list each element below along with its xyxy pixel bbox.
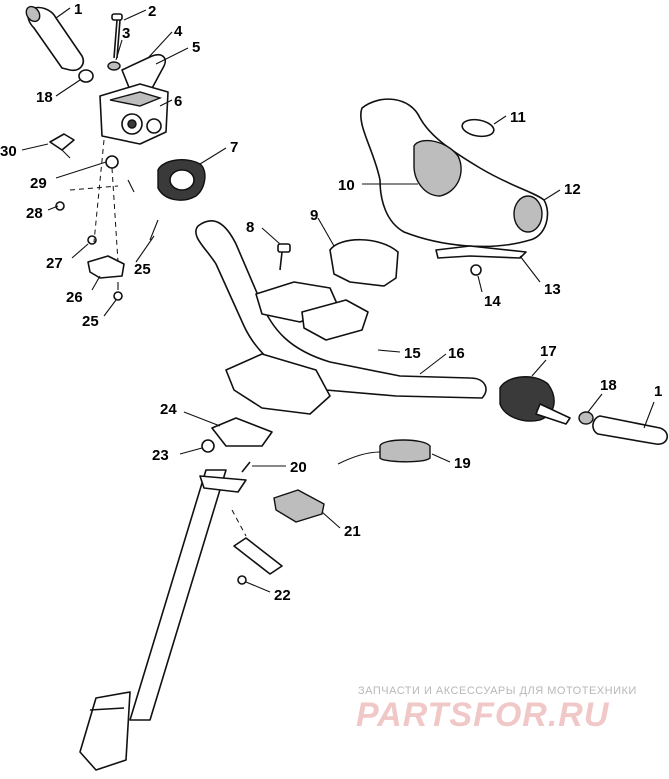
switch-30 — [49, 133, 75, 159]
screw-25-c — [113, 282, 123, 301]
screw-25-a — [127, 179, 135, 193]
callout-16: 16 — [448, 345, 465, 362]
callout-18b: 18 — [600, 377, 617, 394]
callout-2: 2 — [148, 3, 156, 20]
watermark-brand: PARTSFOR.RU — [356, 696, 610, 734]
callout-10: 10 — [338, 177, 355, 194]
left-grip — [25, 5, 85, 72]
riser-plate — [225, 353, 331, 415]
part-27 — [87, 235, 97, 245]
nut-29 — [105, 155, 119, 169]
callout-8: 8 — [246, 219, 254, 236]
handlebar-pad — [360, 98, 549, 248]
strip-13 — [435, 245, 527, 259]
ferrule-18-right — [578, 411, 594, 425]
callout-30: 30 — [0, 143, 17, 160]
clamp-9 — [329, 238, 399, 287]
callout-20: 20 — [290, 459, 307, 476]
callout-21: 21 — [344, 523, 361, 540]
callout-17: 17 — [540, 343, 557, 360]
leader-lines — [21, 7, 655, 593]
plate-24 — [211, 417, 273, 447]
callout-23: 23 — [152, 447, 169, 464]
bracket-21 — [273, 489, 325, 523]
callout-22: 22 — [274, 587, 291, 604]
callout-7: 7 — [230, 139, 238, 156]
callout-25a: 25 — [134, 261, 151, 278]
callout-18a: 18 — [36, 89, 53, 106]
watermark-tagline: ЗАПЧАСТИ И АКСЕССУАРЫ ДЛЯ МОТОТЕХНИКИ — [358, 685, 637, 697]
callout-28: 28 — [26, 205, 43, 222]
control-housing-17 — [499, 376, 571, 425]
callout-4: 4 — [174, 23, 183, 40]
fastener-14 — [470, 264, 482, 276]
callout-29: 29 — [30, 175, 47, 192]
callout-25b: 25 — [82, 313, 99, 330]
nut-28 — [55, 201, 65, 211]
screw-25-b — [149, 219, 159, 241]
callout-15: 15 — [404, 345, 421, 362]
bolt-2 — [111, 13, 123, 59]
clamp-26 — [87, 255, 125, 279]
callout-24: 24 — [160, 401, 177, 418]
right-grip — [592, 415, 668, 445]
bezel-7 — [157, 159, 206, 201]
callout-26: 26 — [66, 289, 83, 306]
callout-labels: 1 2 3 4 5 18 6 30 7 29 28 27 25 26 25 8 … — [0, 1, 662, 604]
bolt-8 — [277, 243, 291, 271]
callout-19: 19 — [454, 455, 471, 472]
pin-22 — [233, 537, 283, 585]
bolt-20 — [241, 461, 251, 473]
heater-19 — [337, 439, 431, 465]
callout-5: 5 — [192, 39, 200, 56]
callout-1b: 1 — [654, 383, 662, 400]
callout-13: 13 — [544, 281, 561, 298]
callout-6: 6 — [174, 93, 182, 110]
clamp-15 — [255, 281, 369, 341]
ferrule-18-left — [78, 69, 94, 83]
callout-14: 14 — [484, 293, 501, 310]
nut-23 — [201, 439, 215, 453]
callout-3: 3 — [122, 25, 130, 42]
handlebar-16 — [195, 220, 487, 399]
callout-12: 12 — [564, 181, 581, 198]
steering-column — [79, 469, 247, 771]
callout-1a: 1 — [74, 1, 82, 18]
throttle-housing-6 — [99, 83, 169, 145]
callout-9: 9 — [310, 207, 318, 224]
callout-11: 11 — [510, 109, 526, 126]
callout-27: 27 — [46, 255, 63, 272]
washer-3 — [107, 61, 121, 71]
